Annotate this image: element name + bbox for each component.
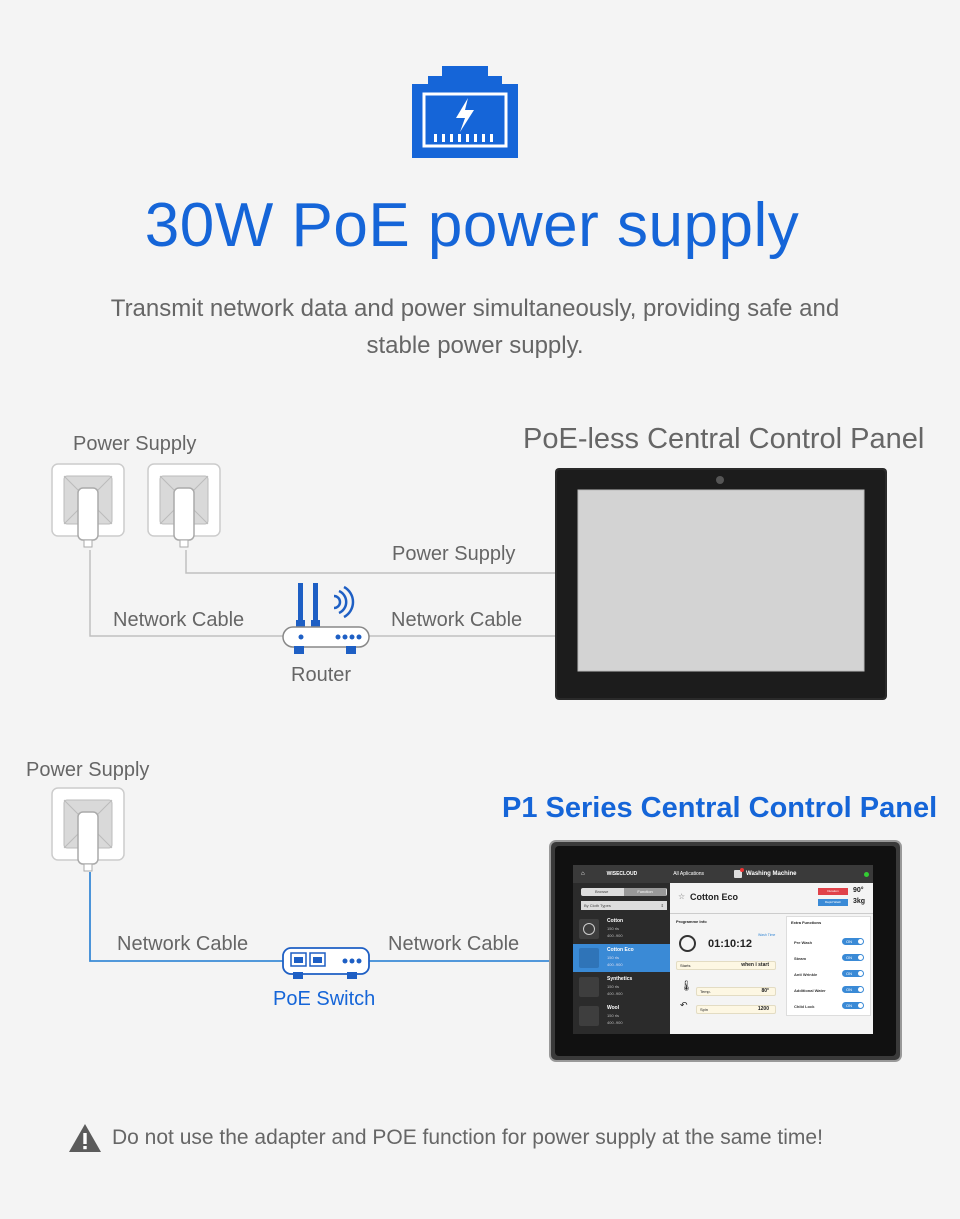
extra-label: Anti Wrinkle — [794, 972, 818, 977]
pre-wash-toggle[interactable]: ON — [842, 938, 864, 945]
stopwatch-icon — [679, 935, 696, 952]
power-supply-label: Power Supply — [26, 759, 150, 781]
network-cable-label: Network Cable — [117, 933, 249, 955]
program-item[interactable]: Synthetics 150 rls 400..900 — [573, 973, 670, 1001]
p1-panel-title: P1 Series Central Control Panel — [502, 792, 938, 824]
dropdown-arrow-icon: ⇕ — [660, 903, 664, 908]
all-apps-link[interactable]: All Aplications — [673, 871, 705, 877]
wash-time-value: 01:10:12 — [708, 938, 753, 950]
poe-switch-label: PoE Switch — [273, 988, 376, 1010]
child-lock-toggle[interactable]: ON — [842, 1002, 864, 1009]
program-spec: 400..900 — [607, 991, 623, 996]
program-spec: 400..900 — [607, 933, 623, 938]
poe-less-panel-device — [555, 468, 887, 700]
ethernet-port-lightning-icon — [412, 66, 518, 158]
thermometer-icon: 🌡 — [680, 981, 693, 992]
temp-label: Temp. — [700, 989, 711, 994]
program-spec: 400..900 — [607, 962, 623, 967]
extra-label: Child Lock — [794, 1004, 815, 1009]
extra-label: Pre Wash — [794, 940, 813, 945]
washing-machine-icon — [734, 868, 745, 878]
extra-functions-panel: Extra Functions — [786, 916, 871, 1016]
power-cable-label: Power Supply — [392, 543, 516, 565]
app-title: Washing Machine — [746, 871, 797, 877]
cotton-eco-icon — [579, 948, 599, 968]
starts-row[interactable]: Starts when i start — [676, 961, 776, 970]
tablet-screen: ⌂ WISECLOUD All Aplications Washing Mach… — [573, 865, 873, 1034]
page-title: 30W PoE power supply — [144, 191, 800, 260]
load-display: 3kg — [853, 898, 866, 905]
status-dot — [864, 871, 869, 877]
program-name: Cotton Eco — [607, 947, 634, 953]
program-detail-panel: ☆ Cotton Eco Duration 90° Rapid Wash 3kg… — [670, 883, 873, 1034]
warning-text: Do not use the adapter and POE function … — [112, 1126, 823, 1149]
home-icon[interactable]: ⌂ — [581, 871, 585, 877]
wool-icon — [579, 1006, 599, 1026]
starts-value: when i start — [741, 962, 769, 968]
steam-toggle[interactable]: ON — [842, 954, 864, 961]
spin-value: 1200 — [757, 1006, 769, 1012]
wash-time-label: Wash Time — [758, 933, 776, 937]
tablet-top-bar: ⌂ WISECLOUD All Aplications Washing Mach… — [573, 865, 873, 883]
program-item[interactable]: Wool 150 rls 400..900 — [573, 1002, 670, 1030]
program-spec: 400..900 — [607, 1020, 623, 1025]
network-cable-label: Network Cable — [391, 609, 523, 631]
starts-label: Starts — [680, 963, 691, 968]
program-spec: 150 rls — [607, 1013, 620, 1018]
program-spec: 150 rls — [607, 955, 620, 960]
power-supply-label: Power Supply — [73, 433, 197, 455]
program-list-panel: Browse Function By Cloth Types ⇕ Cotton … — [573, 883, 670, 1034]
synthetics-icon — [579, 977, 599, 997]
network-cable-label: Network Cable — [388, 933, 520, 955]
spin-icon: ↶ — [680, 1000, 688, 1010]
spin-label: Spin — [700, 1007, 709, 1012]
function-tab[interactable]: Function — [624, 888, 666, 896]
filter-dropdown[interactable]: By Cloth Types ⇕ — [581, 901, 667, 910]
browse-tab[interactable]: Browse — [595, 889, 609, 894]
favorite-star-icon[interactable]: ☆ — [678, 892, 686, 901]
program-name: Wool — [607, 1005, 620, 1011]
program-title: Cotton Eco — [690, 892, 738, 902]
anti-wrinkle-toggle[interactable]: ON — [842, 970, 864, 977]
duration-badge: Duration — [818, 888, 848, 895]
power-outlet-icon — [51, 787, 125, 872]
additional-water-toggle[interactable]: ON — [842, 986, 864, 993]
extra-functions-heading: Extra Functions — [791, 920, 822, 925]
warning-triangle-icon — [69, 1124, 101, 1152]
poe-less-panel-title: PoE-less Central Control Panel — [523, 423, 925, 455]
cotton-icon — [579, 919, 599, 939]
filter-label: By Cloth Types — [584, 903, 611, 908]
program-spec: 150 rls — [607, 984, 620, 989]
rapid-badge: Rapid Wash — [818, 899, 848, 906]
subtitle-line: Transmit network data and power simultan… — [110, 295, 840, 322]
program-item[interactable]: Cotton 150 rls 400..900 — [573, 915, 670, 943]
subtitle-line: stable power supply. — [366, 332, 584, 359]
extra-label: Steam — [794, 956, 807, 961]
program-item-selected[interactable]: Cotton Eco 150 rls 400..900 — [573, 944, 670, 972]
view-switch: Browse Function — [581, 888, 667, 896]
brand-label: WISECLOUD — [606, 871, 638, 877]
spin-row[interactable]: Spin 1200 — [696, 1005, 776, 1014]
divider — [670, 913, 873, 914]
programme-info-heading: Programme Info — [676, 919, 707, 924]
extra-label: Additional Water — [794, 988, 826, 993]
program-name: Cotton — [607, 918, 624, 924]
page-subtitle: Transmit network data and power simultan… — [60, 290, 890, 364]
program-name: Synthetics — [607, 976, 633, 982]
program-spec: 150 rls — [607, 926, 620, 931]
temp-row[interactable]: Temp. 80° — [696, 987, 776, 996]
network-cable-label: Network Cable — [113, 609, 245, 631]
power-outlet-icon — [147, 463, 221, 548]
temp-display: 90° — [853, 887, 864, 894]
router-icon — [282, 583, 370, 654]
router-label: Router — [291, 664, 352, 686]
poe-switch-icon — [282, 947, 370, 979]
temp-value: 80° — [761, 988, 769, 994]
power-outlet-icon — [51, 463, 125, 548]
warning-note: Do not use the adapter and POE function … — [68, 1120, 908, 1156]
